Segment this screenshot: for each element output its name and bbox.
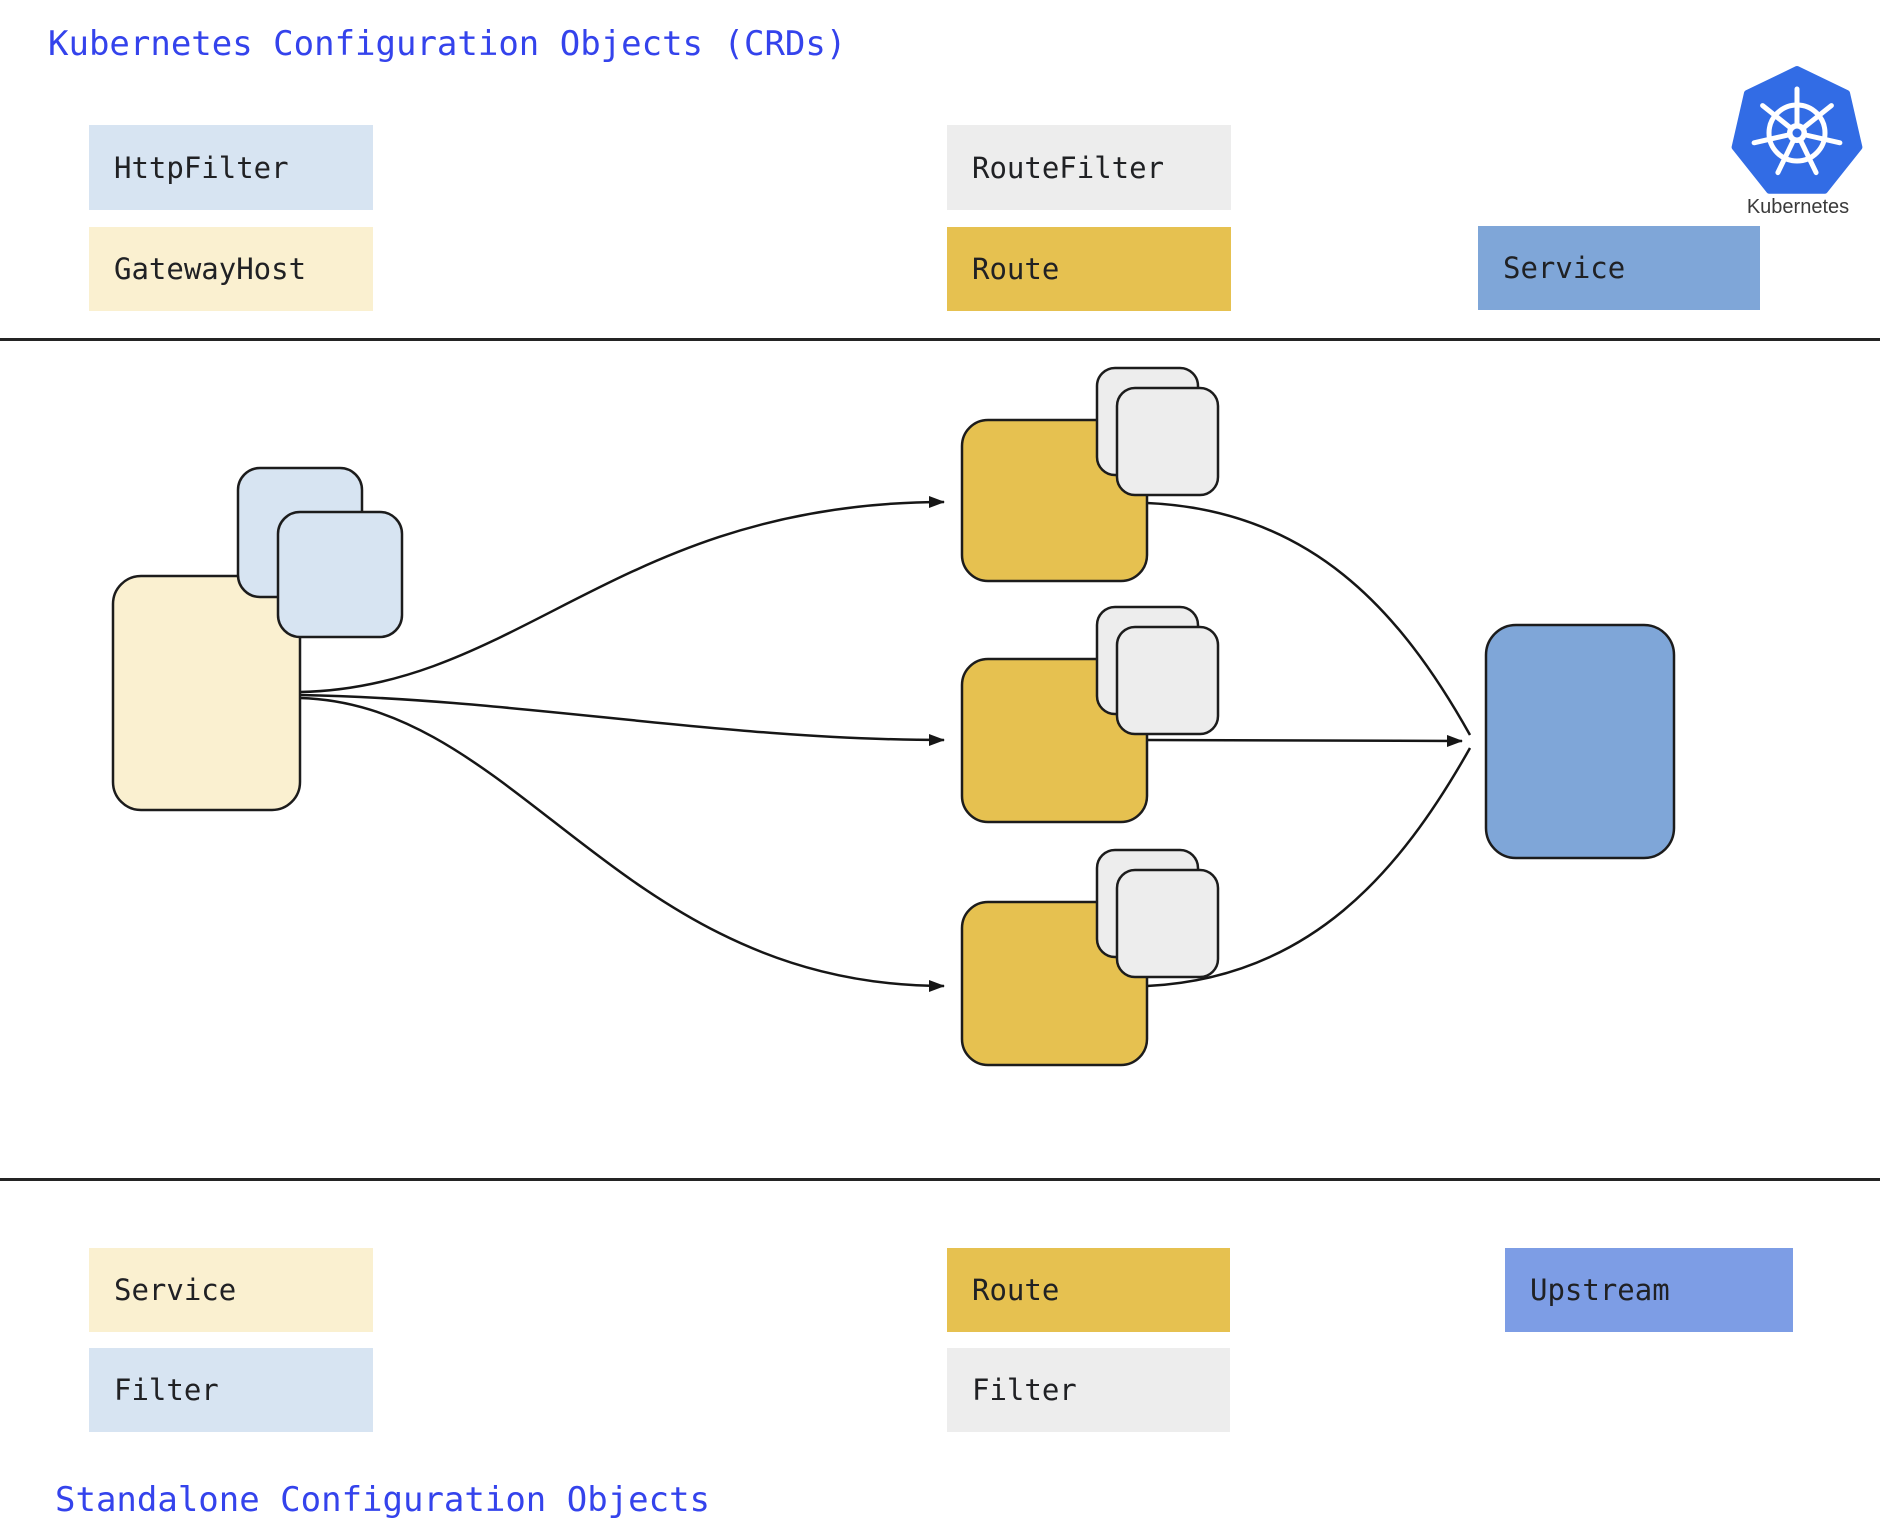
edge-gatewayhost-route3 [299,696,945,992]
routefilter-stack-2-front [1115,625,1220,736]
legend-filter-standalone-gray: Filter [947,1348,1230,1432]
separator-top [0,338,1880,341]
routefilter-stack-1-front [1115,386,1220,497]
edge-gatewayhost-route2 [299,693,945,746]
edge-route1-service [1146,501,1472,736]
k8s-wheel-hub-hole [1792,128,1802,138]
httpfilter-stack-front [276,510,404,639]
edge-route3-service [1146,747,1472,988]
nodes [111,366,1676,1067]
footer-title: Standalone Configuration Objects [55,1480,711,1520]
edge-gatewayhost-route1 [299,496,945,694]
kubernetes-logo-icon [1731,66,1863,194]
k8s-wheel-rim [1766,102,1828,164]
legend-upstream-standalone: Upstream [1505,1248,1793,1332]
page-title: Kubernetes Configuration Objects (CRDs) [48,24,847,64]
legend-gatewayhost: GatewayHost [89,227,373,311]
legend-filter-standalone-blue: Filter [89,1348,373,1432]
edge-route2-service [1146,734,1463,747]
kubernetes-logo-label: Kubernetes [1746,196,1850,218]
service-node [1484,623,1676,860]
separator-bottom [0,1178,1880,1181]
legend-route-standalone: Route [947,1248,1230,1332]
legend-route-crd: Route [947,227,1231,311]
gatewayhost-node [111,574,302,812]
legend-service-crd: Service [1478,226,1760,310]
legend-httpfilter: HttpFilter [89,125,373,210]
edges [299,496,1472,992]
legend-service-standalone: Service [89,1248,373,1332]
legend-routefilter: RouteFilter [947,125,1231,210]
routefilter-stack-3-front [1115,868,1220,979]
